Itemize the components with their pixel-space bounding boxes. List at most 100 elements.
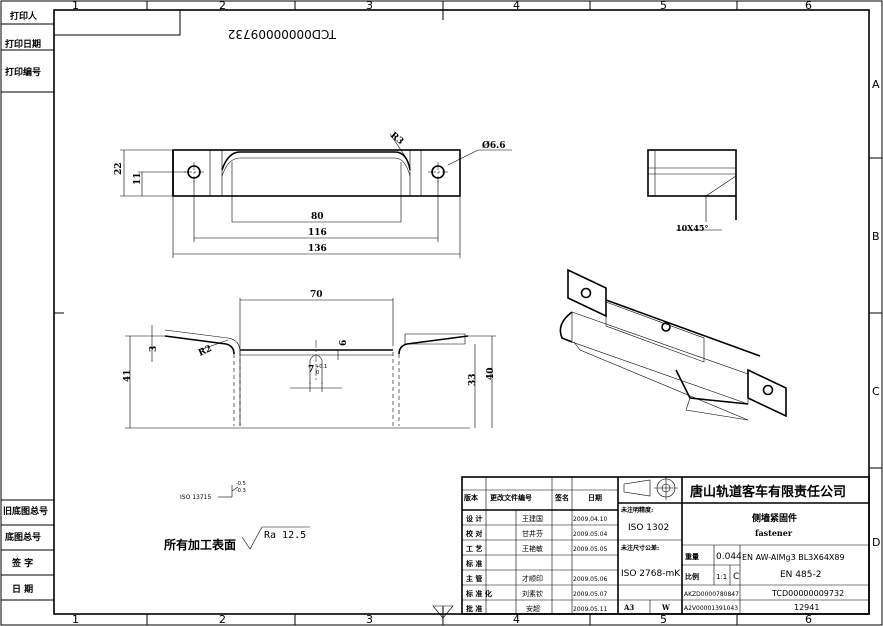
print-number-label: 打印编号 [5,66,41,78]
tb-date-process: 2009.05.05 [573,546,608,553]
tb-header-date: 日期 [588,493,602,502]
radius-r3: R3 [388,131,405,147]
tb-header-change-doc: 更改文件编号 [490,493,532,502]
zone-row-d: D [872,536,880,549]
dim-80: 80 [311,212,324,222]
tb-scale-label: 比例 [685,572,699,581]
tb-role-process: 工 艺 [466,544,482,553]
tb-general-tol-label: 未注明精度: [621,506,653,514]
tb-role-standardization: 标 准 化 [465,589,492,598]
zone-col-3: 3 [366,0,373,12]
tb-part-name-cn: 侧墙紧固件 [752,512,797,524]
tb-general-tol2-label: 未注尺寸公差: [621,544,659,552]
dim-7: 7 [308,365,314,375]
zone-col-5: 5 [660,0,667,12]
tb-name-check: 甘井芬 [522,529,543,538]
tb-scale-class: C [733,572,739,582]
tb-date-approve: 2009.05.11 [573,606,608,613]
tb-sheet-size: A3 [623,603,634,612]
tb-company: 唐山轨道客车有限责任公司 [690,484,846,500]
tb-weight-label: 重量 [685,552,699,561]
tb-doc-no-2: A2V00001391043 [684,605,738,612]
tb-part-name-en: fastener [755,528,793,538]
dim-7-tol-upper: +0.1 [315,364,327,370]
tb-name-standardization: 刘素钦 [522,589,543,598]
zone-col-1: 1 [72,0,79,12]
tb-role-supervisor: 主 管 [466,574,482,583]
tb-header-sign: 签名 [554,493,569,502]
zone-col-2: 2 [219,0,226,12]
tb-name-design: 王建国 [522,514,543,523]
tb-sheet-w: W [661,603,670,612]
tb-standard: EN 485-2 [780,570,821,580]
zone-col-1-bottom: 1 [72,613,79,626]
iso-standard-note: ISO 13715 [180,494,211,501]
tb-role-approve: 批 准 [466,604,482,613]
zone-row-a: A [872,78,880,91]
tb-header-version: 版本 [464,493,478,502]
isometric-view [559,268,787,421]
roughness-symbol [241,526,310,550]
tb-role-check: 校 对 [466,529,482,538]
zone-col-4-bottom: 4 [513,613,520,626]
dim-3: 3 [149,346,159,352]
dim-40: 40 [486,367,496,380]
tb-name-supervisor: 才顺印 [522,574,543,583]
roughness-value: Ra 12.5 [264,530,306,541]
tb-scale: 1:1 [716,573,727,581]
print-stamp-mirror: TCD00000009732 [228,27,337,41]
zone-col-6-bottom: 6 [805,613,812,626]
print-date-label: 打印日期 [5,38,41,50]
zone-row-c: C [872,385,880,398]
base-number-label: 底图总号 [5,531,41,543]
detail-view [647,149,737,231]
dim-41: 41 [123,369,133,382]
left-strip [1,23,54,601]
tb-weight: 0.044 [716,552,742,562]
zone-col-4: 4 [513,0,520,12]
chamfer-label: 10X45° [676,223,708,233]
tb-general-tol2: ISO 2768-mK [621,569,681,579]
tb-date-supervisor: 2009.05.06 [573,576,608,583]
tb-doc-no: AKZD0000780847 [684,591,739,598]
tb-material: EN AW-AlMg3 BL3X64X89 [742,553,845,562]
print-person-label: 打印人 [10,10,38,22]
iso-value-upper: -0.5 [236,481,246,487]
dim-6: 6 [339,340,349,346]
dim-116: 116 [308,228,327,238]
tb-role-standard: 标 准 [465,559,482,568]
zone-col-3-bottom: 3 [366,613,373,626]
print-stamp-text: TCD00000009732 [228,27,337,41]
tb-date-check: 2009.05.04 [573,531,608,538]
surface-note: 所有加工表面 [164,537,236,552]
dim-11: 11 [133,172,143,185]
dim-70: 70 [310,290,323,300]
zone-col-6: 6 [805,0,812,12]
zone-grid-top [54,1,882,625]
dim-22: 22 [114,162,124,175]
zone-col-5-bottom: 5 [660,613,667,626]
dim-7-tol-lower: 0 [316,370,319,376]
front-view [120,133,512,258]
tb-date-design: 2009.04.10 [573,516,608,523]
zone-col-2-bottom: 2 [219,613,226,626]
hole-diameter: Ø6.6 [482,140,506,151]
zone-row-b: B [872,230,880,243]
tb-name-approve: 安超 [526,604,540,613]
tb-name-process: 王艳敏 [522,544,543,553]
tb-drawing-no: TCD00000009732 [771,589,844,598]
tb-date-standardization: 2009.05.07 [573,591,608,598]
dim-136: 136 [308,244,327,254]
signature-label: 签 字 [11,557,33,569]
print-stamp-box [53,9,181,36]
section-view [125,298,496,429]
date-label: 日 期 [12,583,33,595]
tb-general-tol: ISO 1302 [628,523,669,533]
centering-mark [432,605,454,619]
iso-value-lower: -0.3 [236,488,246,494]
tb-serial: 12941 [794,603,819,612]
dim-33: 33 [468,373,478,386]
title-block [461,476,870,615]
